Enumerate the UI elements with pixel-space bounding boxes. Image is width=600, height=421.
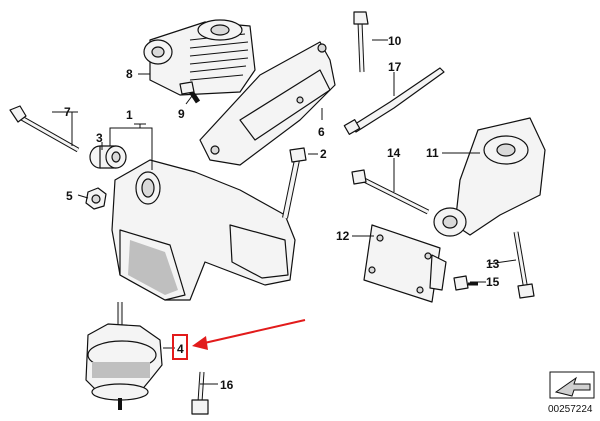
bolt-16 [191, 371, 209, 415]
rear-mount [433, 117, 546, 237]
highlight-box [172, 334, 188, 360]
engine-mount [85, 302, 163, 410]
callout-4: 4 [177, 342, 184, 356]
callout-9: 9 [178, 107, 185, 121]
callout-1: 1 [126, 108, 133, 122]
rubber-bushing [89, 145, 127, 169]
highlight-arrowhead [192, 336, 208, 350]
callout-13: 13 [486, 257, 500, 271]
callout-8: 8 [126, 67, 133, 81]
bolt-7 [9, 105, 80, 153]
callout-3: 3 [96, 131, 103, 145]
reference-badge: 00257224 [548, 371, 595, 415]
callout-17: 17 [388, 60, 402, 74]
upper-mount-bracket [143, 19, 256, 96]
nut [85, 187, 107, 210]
callout-7: 7 [64, 105, 71, 119]
leader-lines [52, 39, 517, 385]
direction-arrow-icon [554, 376, 591, 397]
callout-14: 14 [387, 146, 401, 160]
bolt-13 [513, 231, 535, 299]
lower-bracket [111, 159, 296, 301]
callout-10: 10 [388, 34, 402, 48]
highlight-callout-4 [172, 319, 306, 360]
callout-2: 2 [320, 147, 327, 161]
reference-number: 00257224 [548, 404, 593, 415]
callout-15: 15 [486, 275, 500, 289]
callout-labels: 1 2 3 4 5 6 7 8 9 10 11 12 13 14 15 16 1… [64, 34, 500, 392]
callout-12: 12 [336, 229, 350, 243]
callout-5: 5 [66, 189, 73, 203]
bolt-15 [453, 275, 478, 291]
bolt-10 [353, 11, 369, 73]
highlight-arrow [199, 319, 306, 345]
bracket-arm [199, 41, 336, 166]
cable-tie [343, 67, 445, 135]
mounting-plate [363, 224, 447, 303]
bolt-14 [351, 169, 430, 215]
callout-16: 16 [220, 378, 234, 392]
callout-11: 11 [426, 146, 439, 160]
callout-6: 6 [318, 125, 325, 139]
bolt-2 [282, 147, 307, 219]
bolt-9 [179, 81, 201, 104]
